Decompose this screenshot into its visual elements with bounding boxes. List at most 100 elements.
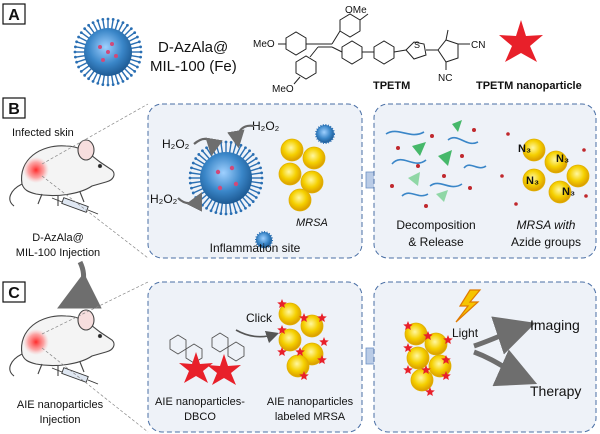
imaging-arrow (473, 316, 536, 355)
methoxy-top: OMe (345, 5, 367, 16)
aie-label-star-icon (423, 331, 433, 340)
azide-label-2: N₃ (556, 153, 569, 165)
small-mof-icon (255, 124, 335, 249)
azide-dots (500, 132, 588, 206)
mrsa-bacterium (302, 146, 326, 170)
treated-mrsa-cluster (403, 321, 453, 396)
mouse-icon (9, 139, 115, 207)
aie-label-star-icon (277, 325, 287, 334)
zoom-line-bottom (41, 175, 149, 259)
mrsa-label: MRSA (296, 217, 328, 229)
click-arrow (235, 329, 280, 344)
mrsa-bacterium (566, 164, 590, 188)
methoxy-bottom: MeO (272, 84, 294, 95)
aie-label-star-icon (441, 371, 451, 380)
mouse-icon (9, 309, 115, 377)
zoom-line-bottom-c (41, 347, 149, 433)
aie-label-star-icon (277, 299, 287, 308)
mrsa-bacteria-cluster (278, 138, 326, 212)
labeled-line2: labeled MRSA (275, 411, 346, 423)
syringe-icon (51, 197, 99, 215)
aie-label-star-icon (403, 321, 413, 330)
panel-c: C AIE nanoparticles Injection (2, 260, 597, 433)
azide-label-1: N₃ (518, 143, 531, 155)
mrsa-bacterium (286, 354, 310, 378)
h2o2-label-1: H₂O₂ (162, 137, 190, 151)
mrsa-bacterium (522, 138, 546, 162)
click-box (147, 281, 363, 433)
aie-label-star-icon (299, 313, 309, 322)
azide-caption-line2: Azide groups (511, 235, 581, 249)
mrsa-bacterium (280, 138, 304, 162)
release-line1: Decomposition (396, 218, 475, 232)
decomposition-debris (385, 120, 487, 208)
inflammation-site-box (147, 103, 363, 259)
azide-mrsa-cluster (522, 138, 590, 204)
injection-line1: D-AzAla@ (32, 232, 84, 244)
h2o2-arrow-2 (227, 124, 255, 149)
tpetm-structure (278, 13, 470, 85)
nanoparticle-label-line1: D-AzAla@ (158, 39, 228, 56)
aie-dbco-line1: AIE nanoparticles- (155, 396, 245, 408)
release-line2: & Release (408, 235, 464, 249)
thiophene-sulfur: S (414, 40, 420, 50)
azide-label-3: N₃ (526, 175, 539, 187)
inflammation-site-caption: Inflammation site (210, 241, 301, 255)
dbco-structure (169, 332, 245, 364)
panel-c-label: C (8, 285, 20, 302)
mrsa-bacterium (548, 180, 572, 204)
sequence-arrow (57, 260, 102, 309)
nitrile-group-1: CN (471, 40, 485, 51)
labeled-mrsa-cluster (277, 299, 329, 380)
h2o2-label-2: H₂O₂ (252, 119, 280, 133)
mrsa-bacterium (278, 302, 302, 326)
mrsa-bacterium (278, 162, 302, 186)
mrsa-bacterium (544, 150, 568, 174)
h2o2-label-3: H₂O₂ (150, 192, 178, 206)
aie-star-2-icon (207, 354, 241, 385)
mrsa-bacterium (300, 170, 324, 194)
aie-label-star-icon (317, 355, 327, 364)
nitrile-group-2: NC (438, 73, 452, 84)
panel-a-label-box (2, 3, 26, 25)
injection-line2: MIL-100 Injection (16, 247, 100, 259)
mof-nanoparticle-icon (73, 17, 143, 87)
aie-label-star-icon (319, 337, 329, 346)
h2o2-arrow-1 (193, 137, 223, 157)
zoom-line-top-c (41, 281, 149, 335)
click-label: Click (246, 311, 273, 325)
aie-star-1-icon (179, 352, 213, 383)
azide-caption-mrsa: MRSA with (517, 218, 576, 232)
molecule-name: TPETM (373, 80, 410, 92)
labeled-line1: AIE nanoparticles (267, 396, 354, 408)
aie-dbco-line2: DBCO (184, 411, 216, 423)
panel-a: A D-AzAla@ MIL-100 (Fe) (2, 3, 582, 95)
mrsa-bacterium (278, 328, 302, 352)
azide-caption-line1: MRSA with (517, 218, 576, 232)
panel-a-label: A (8, 7, 20, 24)
azide-label-4: N₃ (562, 186, 575, 198)
therapy-arrow (473, 349, 538, 387)
mrsa-bacterium (522, 168, 546, 192)
aie-label-star-icon (403, 343, 413, 352)
h2o2-arrow-3 (177, 192, 202, 212)
imaging-label: Imaging (530, 317, 580, 333)
mrsa-bacterium (410, 368, 434, 392)
panel-b-label-box (2, 97, 26, 119)
aie-label-star-icon (403, 365, 413, 374)
aie-label-star-icon (317, 313, 327, 322)
light-bolt-icon (455, 289, 482, 323)
aie-injection-line2: Injection (40, 414, 81, 426)
aie-label-star-icon (441, 355, 451, 364)
panel-b: B Infected skin D-AzAla@ MIL-100 Injecti… (2, 97, 597, 259)
aie-label-star-icon (443, 335, 453, 344)
nanoparticle-label-line2: MIL-100 (Fe) (150, 58, 237, 75)
aie-label-star-icon (295, 347, 305, 356)
aie-label-star-icon (299, 371, 309, 380)
zoom-line-top (41, 103, 149, 165)
therapy-label: Therapy (530, 383, 581, 399)
aie-injection-line1: AIE nanoparticles (17, 399, 104, 411)
panel-c-label-box (2, 281, 26, 303)
syringe-icon (51, 367, 99, 385)
